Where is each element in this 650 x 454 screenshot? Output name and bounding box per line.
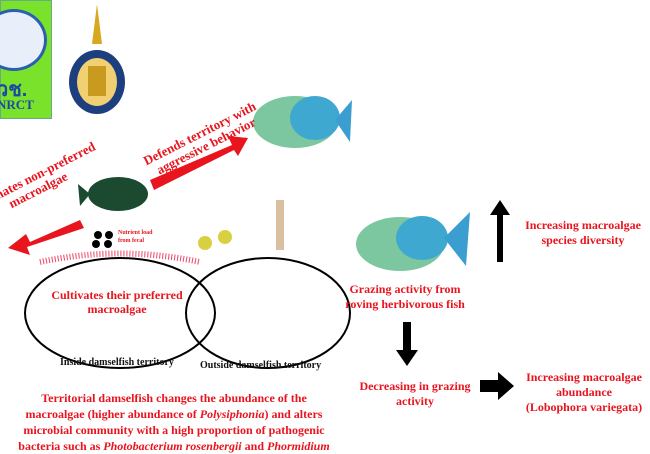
macroalgae-icon <box>198 200 284 250</box>
arrow-to-parrotfish <box>150 136 248 190</box>
inside-territory-ellipse <box>24 257 216 369</box>
summary-line-3: microbial community with a high proporti… <box>23 423 325 437</box>
genus-polysiphonia: Polysiphonia <box>199 407 265 421</box>
up-arrow <box>490 200 510 262</box>
species-photobacterium: Photobacterium rosenbergii <box>103 439 242 453</box>
t: ) and alters <box>264 407 323 421</box>
nrct-thai-text: วช. <box>0 79 28 101</box>
parrotfish-top-icon <box>253 96 352 148</box>
abundance-species: (Lobophora variegata) <box>525 400 643 414</box>
damselfish-icon <box>78 177 148 211</box>
summary-line-4: bacteria such as Photobacterium rosenber… <box>4 438 344 454</box>
diversity-label: Increasing macroalgae species diversity <box>525 218 641 247</box>
nutrient-label: Nutrient load from fecal <box>118 230 153 244</box>
university-seal-icon <box>66 4 128 116</box>
nrct-logo: วช. NRCT <box>0 0 52 119</box>
nrct-text: NRCT <box>0 97 34 112</box>
decreasing-label: Decreasing in grazing activity <box>359 379 471 408</box>
summary-text: Territorial damselfish changes the abund… <box>4 390 344 454</box>
genus-phormidium: Phormidium <box>267 439 330 453</box>
right-arrow <box>480 372 514 400</box>
inside-label: Inside damselfish territory <box>60 357 174 368</box>
abundance-label: Increasing macroalgae abundance (Lobopho… <box>520 370 648 415</box>
outside-label: Outside damselfish territory <box>200 360 322 371</box>
t: and <box>241 439 267 453</box>
outside-territory-ellipse <box>185 257 351 369</box>
cultivates-label: Cultivates their preferred macroalgae <box>51 288 183 316</box>
arrow-to-left <box>8 220 84 255</box>
summary-line-1: Territorial damselfish changes the abund… <box>41 391 307 405</box>
summary-line-2: macroalgae (higher abundance of Polysiph… <box>4 406 344 422</box>
t: bacteria such as <box>18 439 104 453</box>
down-arrow <box>396 322 418 366</box>
abundance-text: Increasing macroalgae abundance <box>526 370 642 399</box>
t: macroalgae (higher abundance of <box>25 407 200 421</box>
nrct-seal-icon <box>0 9 47 71</box>
grazing-label: Grazing activity from roving herbivorous… <box>345 282 465 311</box>
parrotfish-right-icon <box>356 212 470 271</box>
fecal-pellets-icon <box>92 231 113 248</box>
